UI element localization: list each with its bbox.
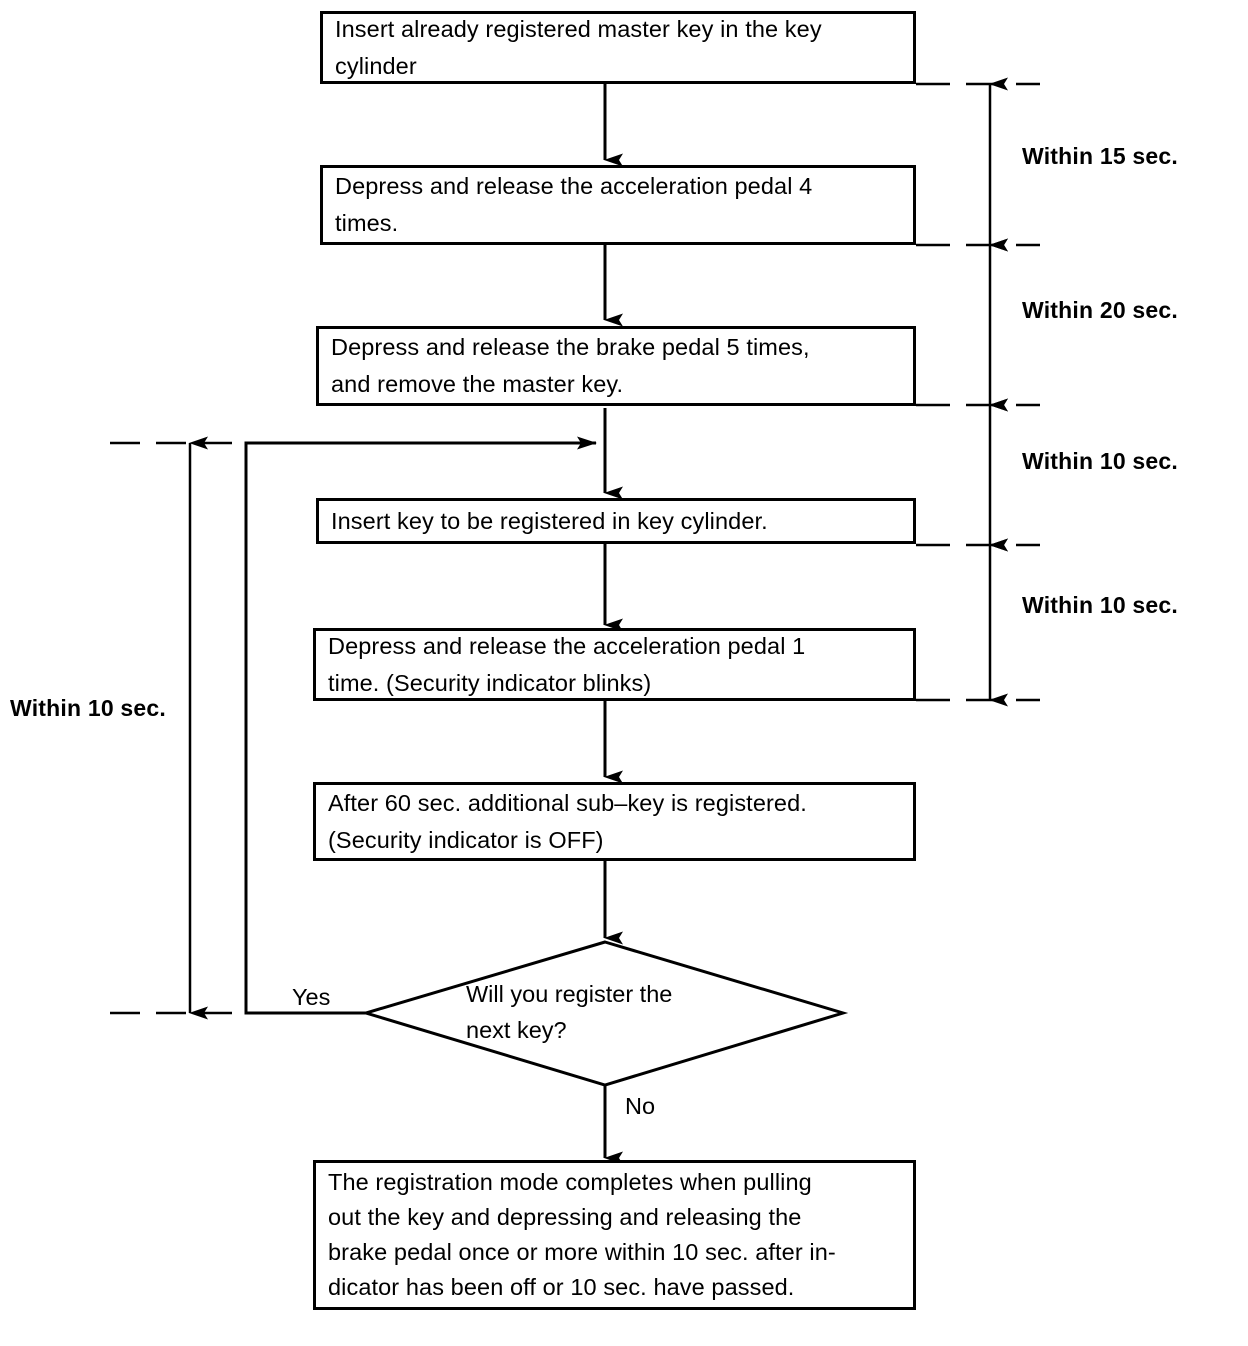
process-box-step6-text: After 60 sec. additional sub–key is regi… xyxy=(328,789,807,853)
process-box-step5-text: Depress and release the acceleration ped… xyxy=(328,632,806,696)
process-box-step6: After 60 sec. additional sub–key is regi… xyxy=(313,782,916,861)
process-box-step2-text: Depress and release the acceleration ped… xyxy=(335,173,813,236)
timing-label-within-10-sec-upper: Within 10 sec. xyxy=(1022,448,1178,474)
decision-box-text: Will you register the next key? xyxy=(466,981,673,1043)
timing-label-within-10-sec-lower: Within 10 sec. xyxy=(1022,592,1178,618)
edge-label-yes: Yes xyxy=(292,984,331,1010)
process-box-step1-text: Insert already registered master key in … xyxy=(335,15,822,79)
process-box-step4: Insert key to be registered in key cylin… xyxy=(316,498,916,544)
process-box-step3: Depress and release the brake pedal 5 ti… xyxy=(316,326,916,406)
edge-label-no: No xyxy=(625,1093,656,1119)
process-box-step7-text: The registration mode completes when pul… xyxy=(328,1169,836,1300)
process-box-step1: Insert already registered master key in … xyxy=(320,11,916,84)
timing-guides-left xyxy=(110,441,250,1015)
timing-label-within-15-sec: Within 15 sec. xyxy=(1022,143,1178,169)
process-box-step2: Depress and release the acceleration ped… xyxy=(320,165,916,245)
timing-label-within-20-sec: Within 20 sec. xyxy=(1022,297,1178,323)
process-box-step3-text: Depress and release the brake pedal 5 ti… xyxy=(331,334,810,397)
process-box-step7: The registration mode completes when pul… xyxy=(313,1160,916,1310)
process-box-step5: Depress and release the acceleration ped… xyxy=(313,628,916,701)
process-box-step4-text: Insert key to be registered in key cylin… xyxy=(331,507,768,534)
timing-label-within-10-sec-left: Within 10 sec. xyxy=(10,695,166,721)
